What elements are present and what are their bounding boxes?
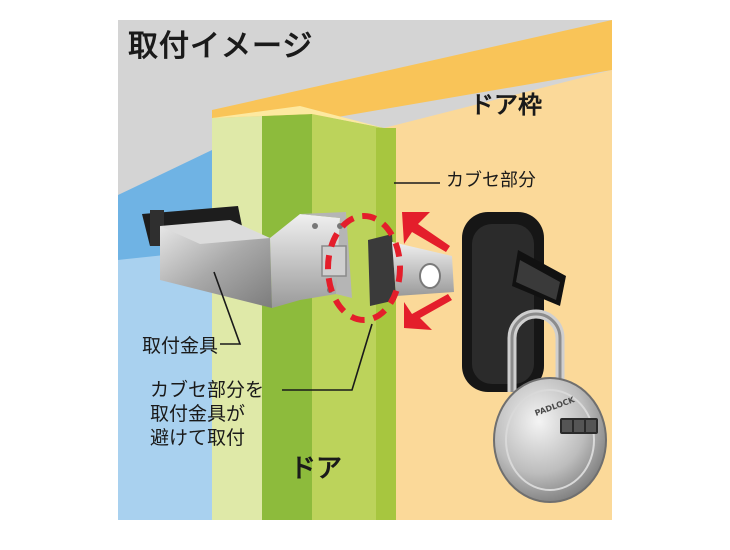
door-frame-top: [212, 20, 612, 130]
highlight-ellipse: [325, 213, 403, 323]
mounting-bracket: [142, 206, 352, 308]
door-slab-edge: [212, 116, 262, 520]
red-arrow-upper: [402, 212, 450, 252]
door-edge-strip: [376, 128, 396, 520]
lock-holder-box: [462, 212, 566, 392]
label-door: ドア: [290, 454, 343, 484]
note-line-3: 避けて取付: [150, 427, 246, 449]
leader-bracket: [213, 271, 242, 345]
note-line-1: カブセ部分を: [150, 379, 265, 401]
label-mount-bracket: 取付金具: [142, 335, 219, 357]
leader-note: [282, 323, 373, 391]
padlock: PADLOCK: [493, 309, 607, 503]
red-arrow-lower: [404, 294, 452, 330]
note-line-2: 取付金具が: [150, 403, 246, 425]
door-slab-top: [212, 106, 384, 128]
dial-wheels: [560, 418, 598, 434]
diagram-title: 取付イメージ: [128, 29, 314, 64]
cover-part-hasp: [368, 234, 454, 306]
label-install-note: カブセ部分を 取付金具が 避けて取付: [150, 378, 264, 450]
label-cover-part: カブセ部分: [446, 170, 536, 191]
label-door-frame: ドア枠: [470, 91, 542, 119]
